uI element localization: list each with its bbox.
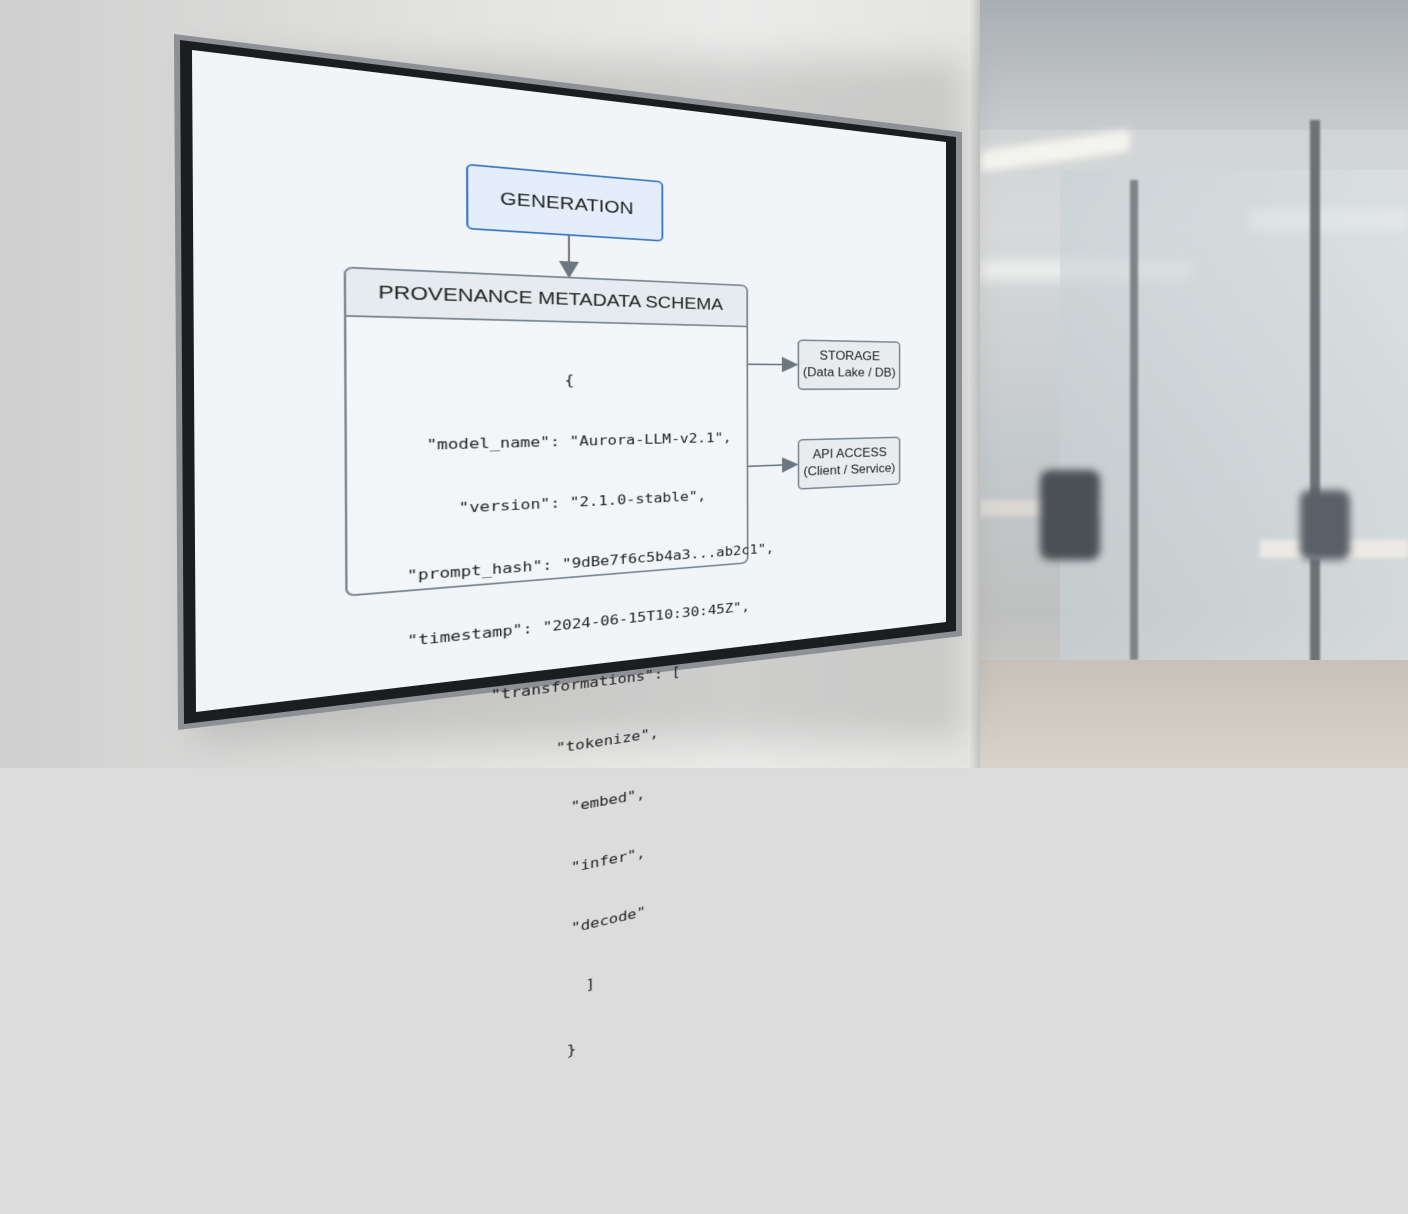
code-line: } (364, 991, 747, 1120)
code-line: "version": "2.1.0-stable", (362, 484, 747, 524)
api-access-box: API ACCESS (Client / Service) (798, 436, 901, 489)
code-line: "model_name": "Aurora-LLM-v2.1", (361, 428, 746, 458)
storage-subtitle: (Data Lake / DB) (803, 365, 896, 382)
api-access-subtitle: (Client / Service) (803, 461, 895, 481)
arrow-right-icon (748, 465, 795, 467)
generation-label: GENERATION (500, 189, 634, 219)
schema-code: { "model_name": "Aurora-LLM-v2.1", "vers… (346, 317, 747, 1168)
code-line: "timestamp": "2024-06-15T10:30:45Z", (362, 597, 747, 657)
code-line: { (361, 369, 747, 391)
schema-title: PROVENANCE METADATA SCHEMA (378, 282, 723, 314)
storage-box: STORAGE (Data Lake / DB) (798, 339, 901, 390)
code-line: "prompt_hash": "9dBe7f6c5b4a3...ab2c1", (362, 541, 747, 591)
storage-title: STORAGE (819, 348, 880, 365)
schema-box: PROVENANCE METADATA SCHEMA { "model_name… (344, 266, 749, 596)
provenance-diagram: GENERATION PROVENANCE METADATA SCHEMA { … (192, 50, 946, 712)
code-line: "transformations": [ (362, 654, 747, 724)
